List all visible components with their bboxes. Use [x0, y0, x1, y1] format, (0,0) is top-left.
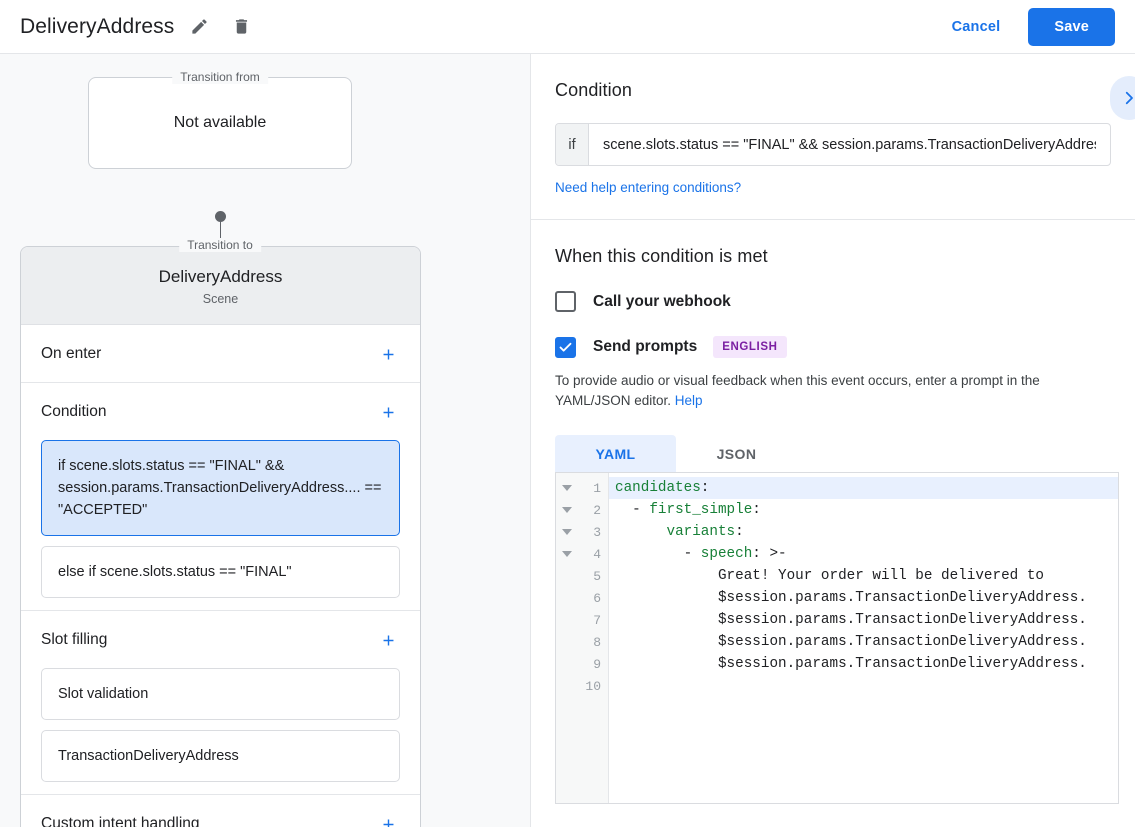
- call-webhook-checkbox[interactable]: [555, 291, 576, 312]
- scene-name: DeliveryAddress: [158, 267, 283, 286]
- section-condition: Condition if scene.slots.status == "FINA…: [21, 383, 420, 611]
- transition-from-box: Transition from Not available: [88, 70, 352, 169]
- scene-header: DeliveryAddress Scene: [21, 247, 420, 325]
- section-title-on-enter: On enter: [41, 345, 102, 362]
- left-panel: Transition from Not available Transition…: [0, 54, 530, 827]
- prompts-helper-text: To provide audio or visual feedback when…: [555, 371, 1111, 411]
- add-on-enter-button[interactable]: [376, 342, 400, 366]
- editor-format-tabs: YAML JSON: [555, 435, 1111, 472]
- trash-icon[interactable]: [224, 10, 258, 44]
- page-title: DeliveryAddress: [20, 14, 175, 38]
- list-item[interactable]: TransactionDeliveryAddress: [41, 730, 400, 782]
- editor-code-line: variants:: [666, 524, 744, 540]
- tab-yaml[interactable]: YAML: [555, 435, 676, 472]
- slot-filling-list: Slot validation TransactionDeliveryAddre…: [21, 668, 420, 794]
- pencil-icon[interactable]: [182, 10, 216, 44]
- add-condition-button[interactable]: [376, 400, 400, 424]
- call-webhook-label: Call your webhook: [593, 292, 731, 310]
- list-item[interactable]: Slot validation: [41, 668, 400, 720]
- right-panel: Condition if Need help entering conditio…: [531, 54, 1135, 827]
- language-badge: ENGLISH: [713, 336, 787, 358]
- section-divider: [531, 219, 1135, 220]
- section-header-custom-intent-handling: Custom intent handling: [21, 795, 420, 827]
- condition-list: if scene.slots.status == "FINAL" && sess…: [21, 440, 420, 610]
- editor-code-line: $session.params.TransactionDeliveryAddre…: [717, 634, 1087, 650]
- cancel-button[interactable]: Cancel: [938, 10, 1015, 44]
- prompts-helper-sentence: To provide audio or visual feedback when…: [555, 373, 1040, 408]
- send-prompts-checkbox[interactable]: [555, 336, 576, 358]
- editor-code-line: $session.params.TransactionDeliveryAddre…: [717, 612, 1087, 628]
- section-on-enter: On enter: [21, 325, 420, 383]
- list-item[interactable]: else if scene.slots.status == "FINAL": [41, 546, 400, 598]
- section-header-condition: Condition: [21, 383, 420, 440]
- condition-block: Condition if Need help entering conditio…: [531, 54, 1135, 219]
- editor-line-number: 8: [593, 634, 601, 650]
- save-button[interactable]: Save: [1028, 7, 1115, 46]
- condition-heading: Condition: [555, 80, 632, 100]
- editor-code-line: $session.params.TransactionDeliveryAddre…: [717, 656, 1087, 672]
- editor-code-line: [609, 675, 1118, 697]
- send-prompts-label: Send prompts: [593, 338, 698, 355]
- editor-line-number: 5: [593, 568, 601, 584]
- section-title-slot-filling: Slot filling: [41, 631, 108, 648]
- condition-input[interactable]: [589, 124, 1110, 165]
- transition-to-card: DeliveryAddress Scene On enter Condition…: [20, 246, 421, 827]
- tab-json[interactable]: JSON: [716, 445, 757, 462]
- editor-line-number: 6: [593, 590, 601, 606]
- add-slot-filling-button[interactable]: [376, 628, 400, 652]
- section-title-condition: Condition: [41, 403, 107, 420]
- editor-line-number: 1: [556, 477, 608, 499]
- prompts-help-link[interactable]: Help: [674, 393, 703, 408]
- list-item[interactable]: if scene.slots.status == "FINAL" && sess…: [41, 440, 400, 536]
- fold-triangle-icon[interactable]: [562, 529, 572, 535]
- top-bar: DeliveryAddress Cancel Save: [0, 0, 1135, 54]
- add-custom-intent-handling-button[interactable]: [376, 812, 400, 827]
- section-slot-filling: Slot filling Slot validation Transaction…: [21, 611, 420, 795]
- send-prompts-row: Send prompts ENGLISH: [555, 336, 1111, 358]
- editor-code-line: $session.params.TransactionDeliveryAddre…: [717, 590, 1087, 606]
- panel-divider: [530, 54, 531, 827]
- editor-code-line: Great! Your order will be delivered to: [717, 568, 1044, 584]
- when-condition-met-heading: When this condition is met: [555, 246, 768, 266]
- condition-if-label: if: [556, 124, 589, 165]
- editor-code-line: - first_simple:: [615, 502, 761, 518]
- transition-to-legend: Transition to: [179, 238, 261, 252]
- fold-triangle-icon[interactable]: [562, 507, 572, 513]
- editor-line-number: 4: [556, 543, 608, 565]
- condition-field: if: [555, 123, 1111, 166]
- when-condition-met-block: When this condition is met Call your web…: [531, 220, 1135, 826]
- webhook-row: Call your webhook: [555, 291, 1111, 312]
- editor-code-line: candidates:: [609, 477, 1118, 499]
- fold-triangle-icon[interactable]: [562, 551, 572, 557]
- section-header-on-enter: On enter: [21, 325, 420, 382]
- transition-from-legend: Transition from: [172, 70, 268, 84]
- editor-line-number: 3: [556, 521, 608, 543]
- editor-code-area[interactable]: candidates: - first_simple: variants: - …: [609, 473, 1118, 803]
- section-header-slot-filling: Slot filling: [21, 611, 420, 668]
- editor-code-line: - speech: >-: [615, 546, 787, 562]
- scene-type: Scene: [202, 292, 239, 306]
- editor-line-number: 9: [593, 656, 601, 672]
- editor-line-number: 7: [593, 612, 601, 628]
- section-title-custom-intent-handling: Custom intent handling: [41, 815, 200, 827]
- section-custom-intent-handling: Custom intent handling: [21, 795, 420, 827]
- condition-help-link[interactable]: Need help entering conditions?: [555, 180, 742, 195]
- fold-triangle-icon[interactable]: [562, 485, 572, 491]
- editor-line-number: 2: [556, 499, 608, 521]
- transition-from-value: Not available: [173, 114, 267, 131]
- editor-line-number: 10: [585, 678, 601, 694]
- chevron-right-icon[interactable]: [1110, 76, 1135, 120]
